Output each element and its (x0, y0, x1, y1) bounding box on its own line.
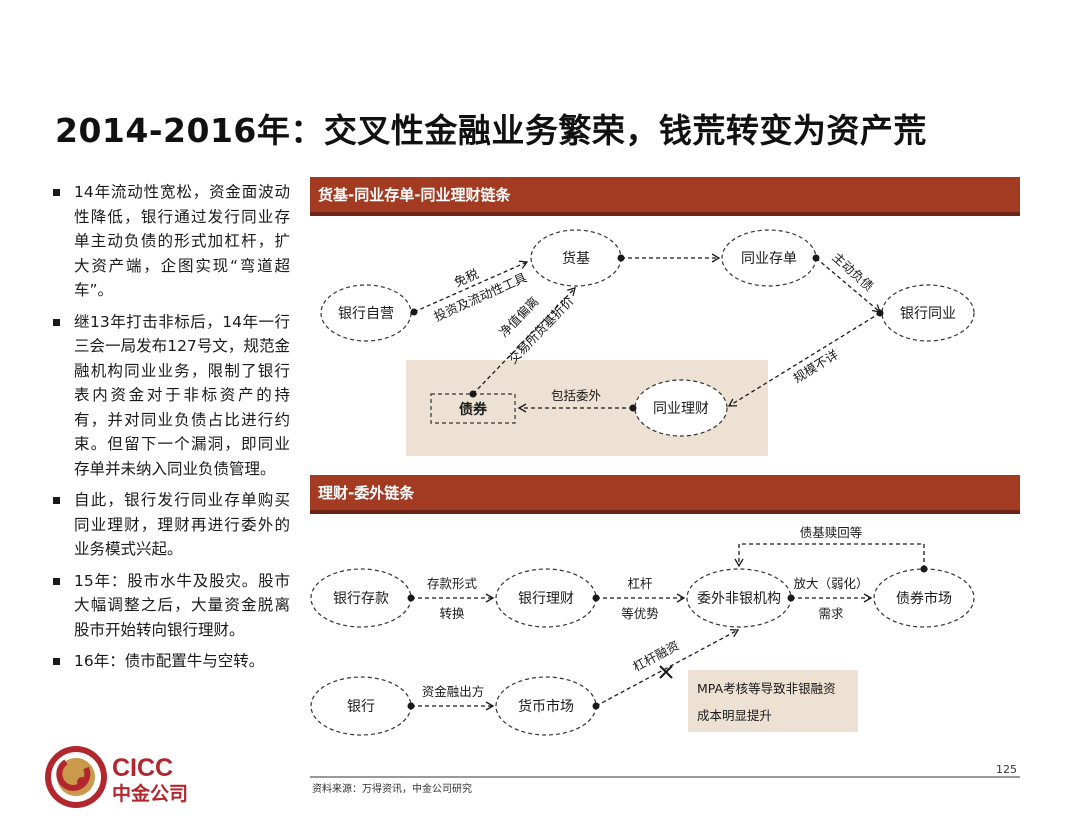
label-scale-unknown: 规模不详 (790, 347, 840, 386)
label-leverage-financing: 杠杆融资 (630, 638, 681, 675)
node-interbank-wm-label: 同业理财 (653, 401, 709, 417)
arrow-origin-dot (876, 309, 884, 317)
blocked-cross-icon (659, 665, 673, 679)
arrow-origin-dot (617, 254, 625, 262)
node-money-fund-label: 货基 (562, 250, 590, 267)
arrow-origin-dot (592, 594, 600, 602)
arrow-origin-dot (469, 390, 477, 398)
node-interbank-bank-label: 银行同业 (900, 306, 956, 322)
node-bank-wm-label: 银行理财 (518, 591, 574, 607)
bullet-square-icon (53, 658, 60, 665)
bullet-item: 14年流动性宽松，资金面波动性降低，银行通过发行同业存单主动负债的形式加杠杆，扩… (52, 180, 290, 303)
node-interbank-wm (634, 379, 728, 437)
arrow-bond-to-money-fund (472, 287, 576, 395)
source-note: 资料来源：万得资讯，中金公司研究 (312, 782, 472, 795)
node-bank-self-label: 银行自营 (338, 306, 394, 322)
section1-header: 货基-同业存单-同业理财链条 (310, 177, 1020, 216)
node-bank-deposit-label: 银行存款 (333, 591, 389, 607)
logo-text-en: CICC (112, 754, 173, 782)
bullet-square-icon (53, 189, 60, 196)
section1-arrow-dots (410, 254, 884, 412)
bullet-text: 16年：债市配置牛与空转。 (74, 652, 265, 670)
section2-arrow-dots (407, 565, 928, 710)
label-redeem: 债基赎回等 (800, 525, 863, 540)
arrow-interbank-bank-to-wm (727, 312, 881, 407)
bullet-text: 继13年打击非标后，14年一行三会一局发布127号文，规范金融机构同业业务，限制… (74, 312, 290, 478)
label-deposit-form: 存款形式 (427, 576, 478, 591)
node-outsource-nonbank-label: 委外非银机构 (697, 591, 781, 607)
section1-arrows (413, 253, 882, 413)
arrow-origin-dot (407, 594, 415, 602)
node-money-market-label: 货币市场 (518, 698, 574, 715)
bullet-item: 自此，银行发行同业存单购买同业理财，理财再进行委外的业务模式兴起。 (52, 488, 290, 562)
bullet-text: 14年流动性宽松，资金面波动性降低，银行通过发行同业存单主动负债的形式加杠杆，扩… (74, 183, 290, 299)
bullet-square-icon (53, 497, 60, 504)
arrow-origin-dot (410, 308, 418, 316)
bullet-item: 15年：股市水牛及股灾。股市大幅调整之后，大量资金脱离股市开始转向银行理财。 (52, 569, 290, 643)
section1-header-text: 货基-同业存单-同业理财链条 (318, 186, 511, 204)
label-leverage: 杠杆 (627, 576, 653, 591)
section1-header-bar (310, 177, 1020, 212)
bullet-square-icon (53, 318, 60, 326)
arrow-origin-dot (592, 702, 600, 710)
label-include-outsource: 包括委外 (551, 388, 602, 403)
arrow-bond-market-redeem (734, 543, 925, 569)
mpa-note-line1: MPA考核等导致非银融资 (697, 681, 836, 696)
arrow-origin-dot (629, 404, 637, 412)
label-convert: 转换 (439, 606, 465, 621)
node-bond-label: 债券 (459, 401, 488, 418)
mpa-note-line2: 成本明显提升 (697, 708, 772, 723)
logo-text-cn: 中金公司 (112, 782, 188, 805)
mpa-note-box (688, 670, 858, 732)
arrow-origin-dot (920, 565, 928, 573)
node-bond-market-label: 债券市场 (896, 590, 952, 607)
cicc-logo: CICC 中金公司 (45, 746, 188, 808)
label-demand: 需求 (818, 606, 844, 621)
section2-header-text: 理财-委外链条 (318, 484, 415, 502)
bullet-text: 自此，银行发行同业存单购买同业理财，理财再进行委外的业务模式兴起。 (74, 491, 290, 558)
section2-header-bar (310, 475, 1020, 510)
arrow-origin-dot (787, 594, 795, 602)
section1-header-stripe (310, 212, 1020, 216)
node-bank-label: 银行 (347, 699, 375, 715)
arrow-origin-dot (812, 254, 820, 262)
arrow-money-market-to-outsource (595, 629, 740, 707)
section2-header-stripe (310, 510, 1020, 514)
label-advantages: 等优势 (621, 606, 659, 621)
bullet-text: 15年：股市水牛及股灾。股市大幅调整之后，大量资金脱离股市开始转向银行理财。 (74, 571, 290, 639)
node-ncd-label: 同业存单 (741, 251, 797, 267)
bullet-item: 继13年打击非标后，14年一行三会一局发布127号文，规范金融机构同业业务，限制… (52, 310, 290, 482)
bullet-item: 16年：债市配置牛与空转。 (52, 649, 290, 674)
label-amplify: 放大（弱化） (793, 576, 868, 591)
page-title: 2014-2016年：交叉性金融业务繁荣，钱荒转变为资产荒 (55, 111, 927, 150)
bullet-square-icon (53, 577, 60, 585)
section2-arrows (411, 543, 925, 711)
section2-header: 理财-委外链条 (310, 475, 1020, 514)
label-active-liability: 主动负债 (829, 249, 876, 294)
arrow-origin-dot (407, 702, 415, 710)
page-number: 125 (996, 763, 1017, 776)
node-interbank-bank (881, 284, 975, 342)
label-tax-free: 免税 (452, 266, 481, 290)
bullet-list: 14年流动性宽松，资金面波动性降低，银行通过发行同业存单主动负债的形式加杠杆，扩… (52, 180, 290, 681)
label-fund-out: 资金融出方 (422, 684, 485, 699)
